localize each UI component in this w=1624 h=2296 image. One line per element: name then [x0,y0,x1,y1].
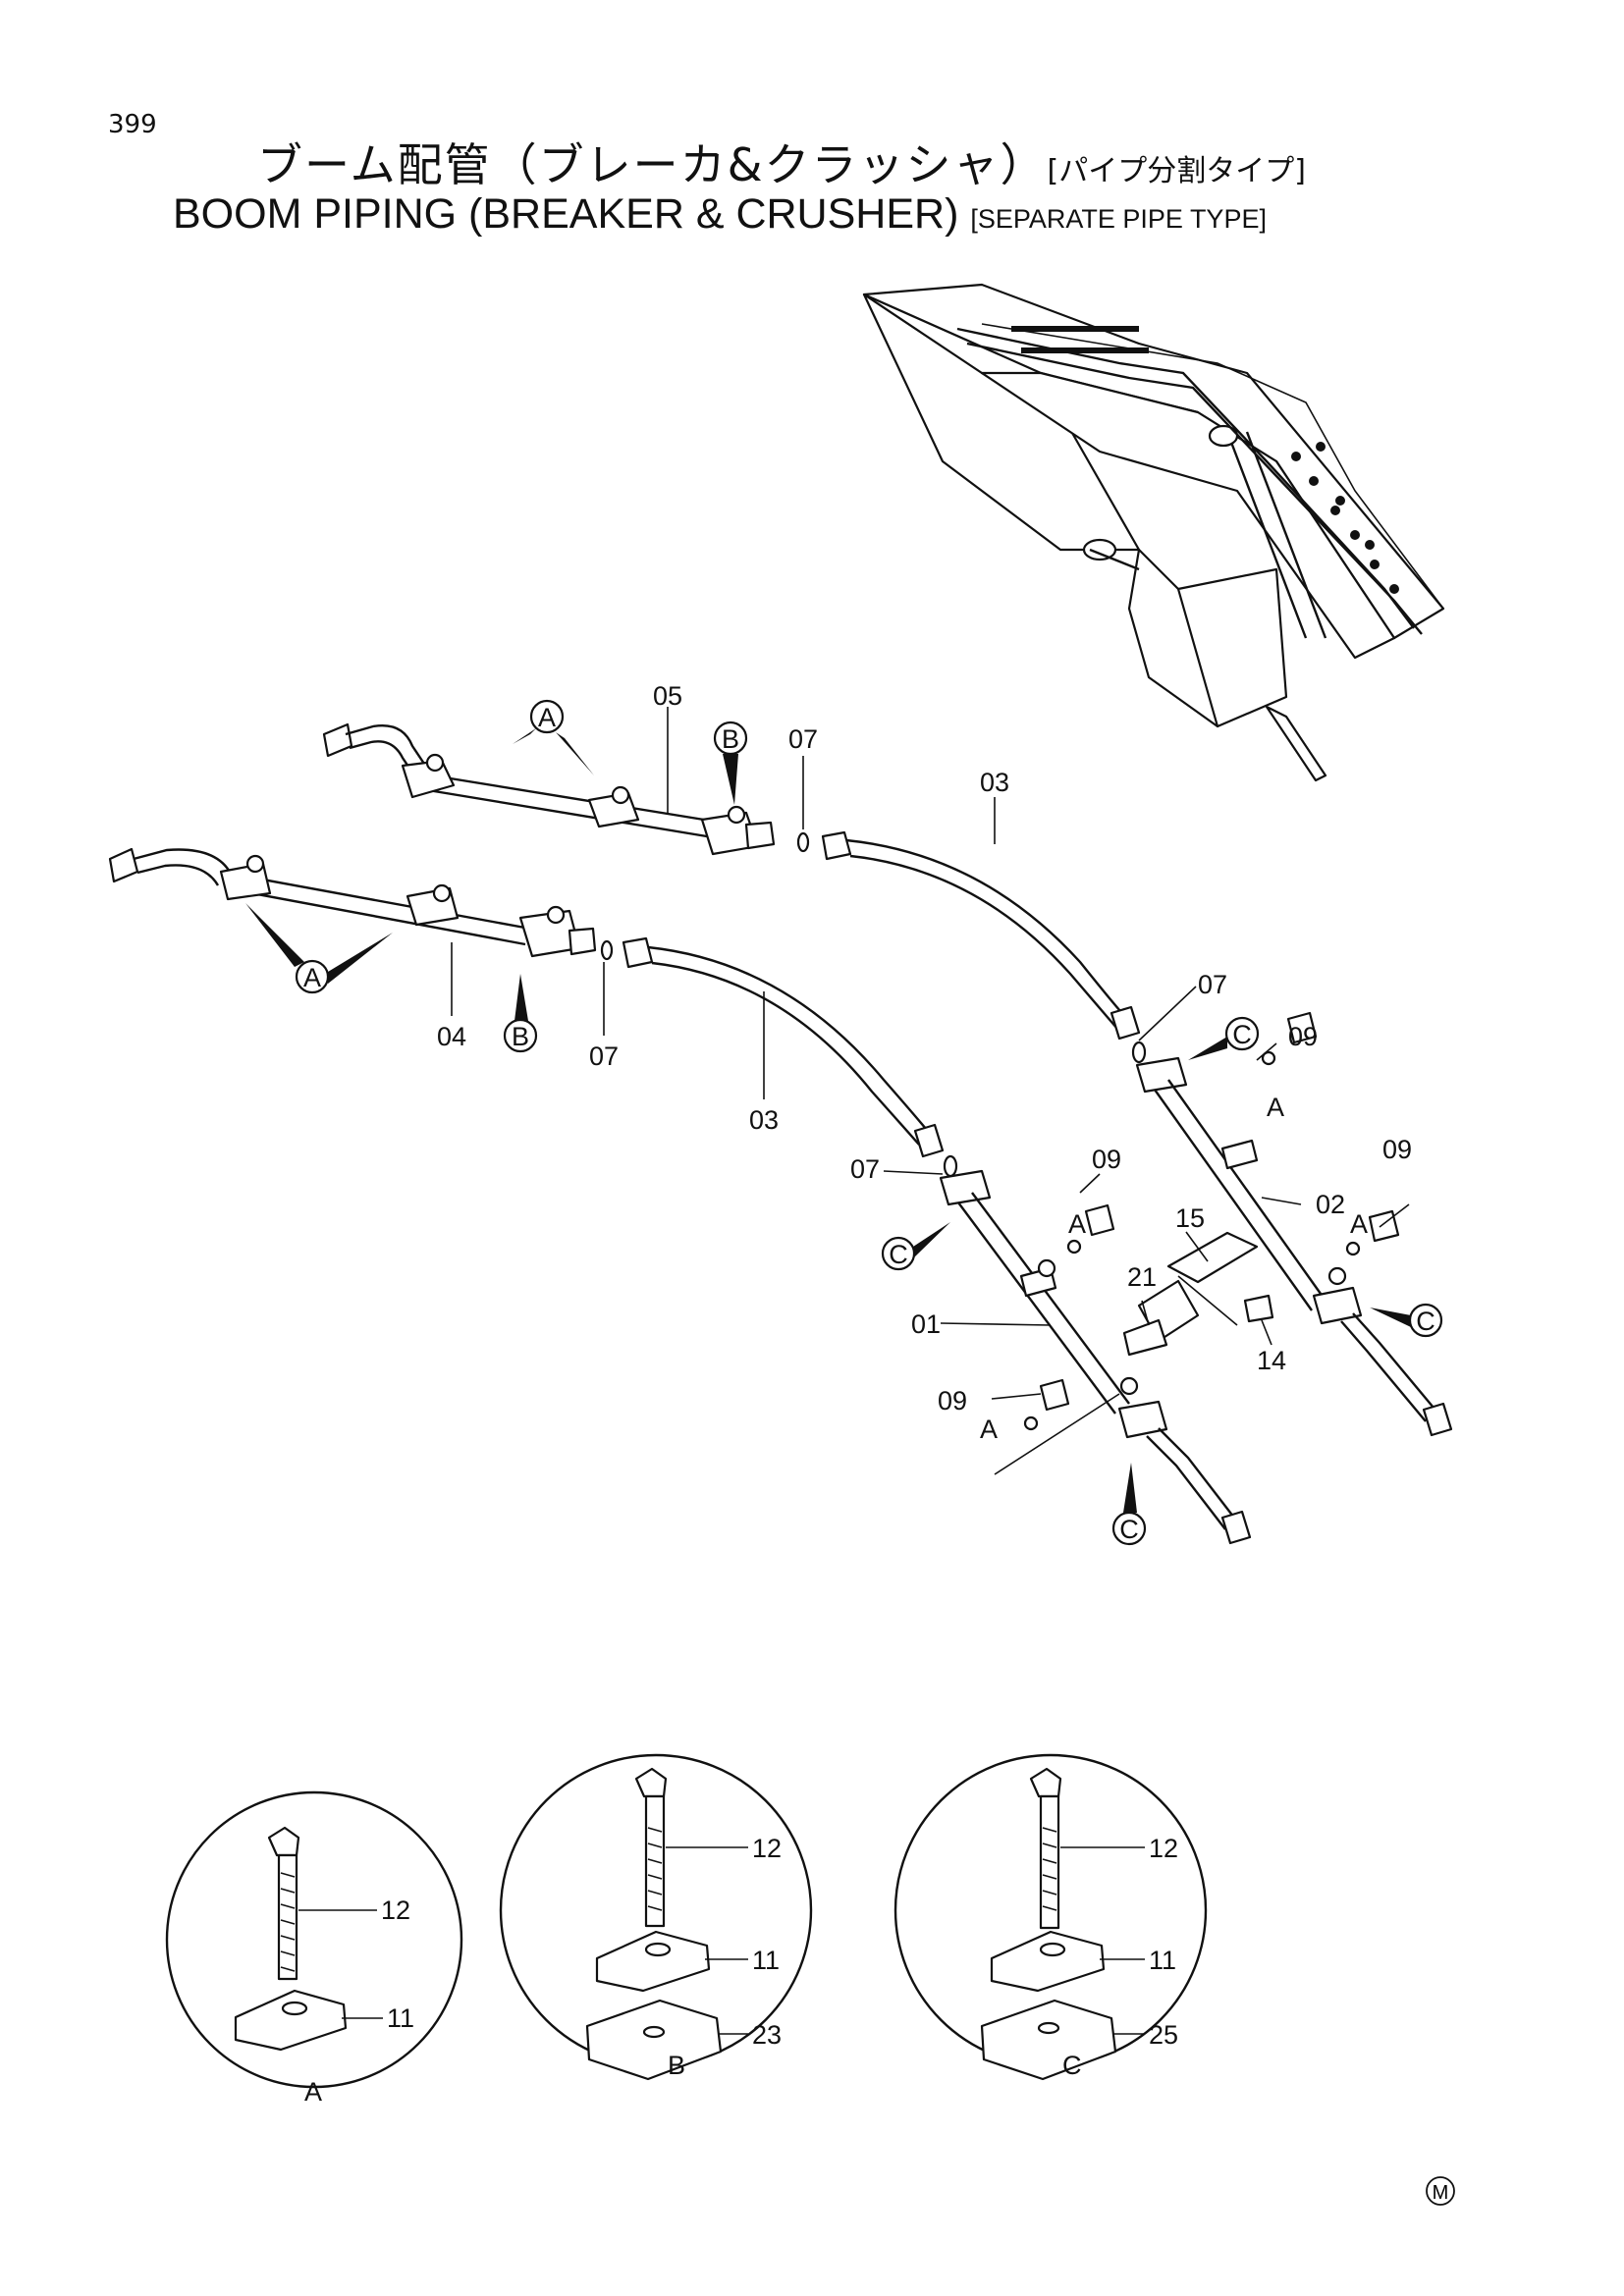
callout-c: C [1416,1307,1435,1336]
detail-a-caption: A [304,2077,322,2107]
title-jp-main: ブーム配管（ブレーカ&クラッシャ） [257,138,1048,191]
hose-03-lower [622,936,945,1158]
part-label-09: 09 [1288,1022,1318,1051]
detail-b-label-bolt: 12 [752,1834,782,1863]
mark-letter: M [1433,2182,1449,2204]
detail-b-caption: B [668,2051,685,2080]
part-label-07: 07 [850,1154,880,1184]
callout-a-small: A [980,1415,998,1444]
detail-c-caption: C [1062,2051,1082,2080]
part-label-15: 15 [1175,1203,1205,1233]
detail-view-b: 12 11 23 B B [499,1753,813,2081]
circled-m-mark: M [1426,2176,1455,2206]
callout-a: A [538,703,556,732]
callout-c: C [889,1240,908,1269]
part-label-14: 14 [1257,1346,1286,1375]
title-en-main: BOOM PIPING (BREAKER & CRUSHER) [173,190,959,238]
detail-a-label-bolt: 12 [381,1896,410,1925]
part-label-07: 07 [1198,970,1227,999]
part-label-03: 03 [980,768,1009,797]
part-number-labels: 05 07 03 04 07 03 07 09 02 09 07 09 15 2… [437,681,1412,1415]
callout-b: B [722,724,739,754]
part-label-01: 01 [911,1309,941,1339]
detail-c-label-clamp: 11 [1149,1946,1176,1975]
callout-b: B [512,1022,529,1051]
part-label-09: 09 [1382,1135,1412,1164]
callout-a-small: A [1267,1093,1284,1122]
title-en-sub: [SEPARATE PIPE TYPE] [970,204,1267,234]
boom-overview-illustration [862,283,1445,782]
page-number: 399 [108,110,157,139]
callout-c: C [1232,1020,1252,1049]
callout-c: C [1119,1515,1139,1544]
leader-lines [451,707,1410,1475]
callout-a-small: A [1350,1209,1368,1239]
callout-a-small: A [1068,1209,1086,1239]
callout-a: A [303,963,321,992]
part-label-03: 03 [749,1105,779,1135]
part-label-05: 05 [653,681,682,711]
part-label-09: 09 [938,1386,967,1415]
title-jp-sub: [パイプ分割タイプ] [1047,154,1306,188]
bracket-15-21 [1122,1231,1259,1357]
part-label-21: 21 [1127,1262,1157,1292]
title-english: BOOM PIPING (BREAKER & CRUSHER) [SEPARAT… [173,190,1267,239]
pipe-01-assembly [939,1154,1274,1545]
detail-view-a: 12 11 A [165,1790,463,2107]
pipe-02-assembly [1131,1011,1453,1437]
detail-callouts: A B A B C C C C A A A A [245,699,1443,1546]
detail-a-label-clamp: 11 [387,2003,414,2033]
hose-03-upper [821,830,1141,1041]
part-label-02: 02 [1316,1190,1345,1219]
detail-c-label-base: 25 [1149,2020,1178,2050]
part-label-09: 09 [1092,1145,1121,1174]
part-label-07: 07 [589,1041,619,1071]
title-japanese: ブーム配管（ブレーカ&クラッシャ）[パイプ分割タイプ] [257,130,1306,194]
detail-b-label-base: 23 [752,2020,782,2050]
part-label-04: 04 [437,1022,466,1051]
detail-b-label-clamp: 11 [752,1946,780,1975]
pipe-04-assembly [108,847,614,961]
detail-c-label-bolt: 12 [1149,1834,1178,1863]
part-label-07: 07 [788,724,818,754]
detail-view-c: 12 11 25 C [893,1753,1208,2081]
pipe-05-assembly [322,722,810,856]
